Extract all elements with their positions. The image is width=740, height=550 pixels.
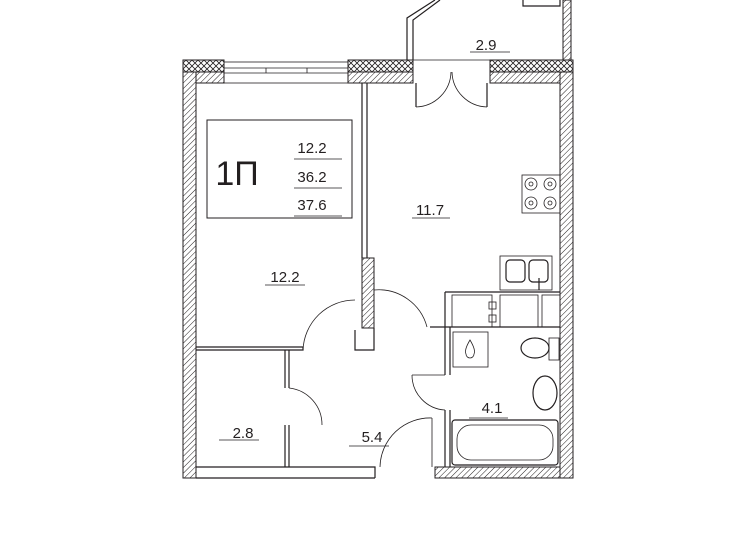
doors [288, 289, 446, 468]
entrance-door [379, 417, 433, 468]
interior-walls [196, 83, 560, 467]
apartment-type: 1П [215, 155, 258, 193]
room-area-kitchen: 11.7 [416, 202, 444, 219]
living-area: 12.2 [297, 140, 326, 157]
stove-icon [521, 174, 561, 214]
bathroom-fixtures [451, 294, 561, 466]
toilet-icon [520, 337, 550, 359]
exterior-walls [182, 59, 574, 479]
closet-door [288, 387, 323, 426]
balcony-door[interactable] [415, 71, 488, 108]
room-area-balcony: 2.9 [476, 37, 497, 54]
bedroom-door [302, 299, 356, 351]
apartment-summary: 1П 12.2 36.2 37.6 [206, 119, 353, 219]
room-labels: 2.9 11.7 12.2 2.8 5.4 4.1 [219, 37, 510, 447]
room-area-hallway: 5.4 [362, 429, 383, 446]
total-area: 36.2 [297, 169, 326, 186]
kitchen-door [373, 289, 428, 328]
washing-machine-icon [452, 331, 489, 368]
kitchen-sink-icon [499, 255, 553, 291]
window [223, 61, 349, 84]
bathroom-door [411, 374, 446, 411]
bathtub-icon [451, 419, 559, 466]
total-with-balcony: 37.6 [297, 197, 326, 214]
room-area-bathroom: 4.1 [482, 400, 503, 417]
room-area-bedroom: 12.2 [270, 269, 299, 286]
washbasin-icon [532, 375, 558, 411]
room-area-closet: 2.8 [233, 425, 254, 442]
water-drop-icon [465, 339, 475, 359]
